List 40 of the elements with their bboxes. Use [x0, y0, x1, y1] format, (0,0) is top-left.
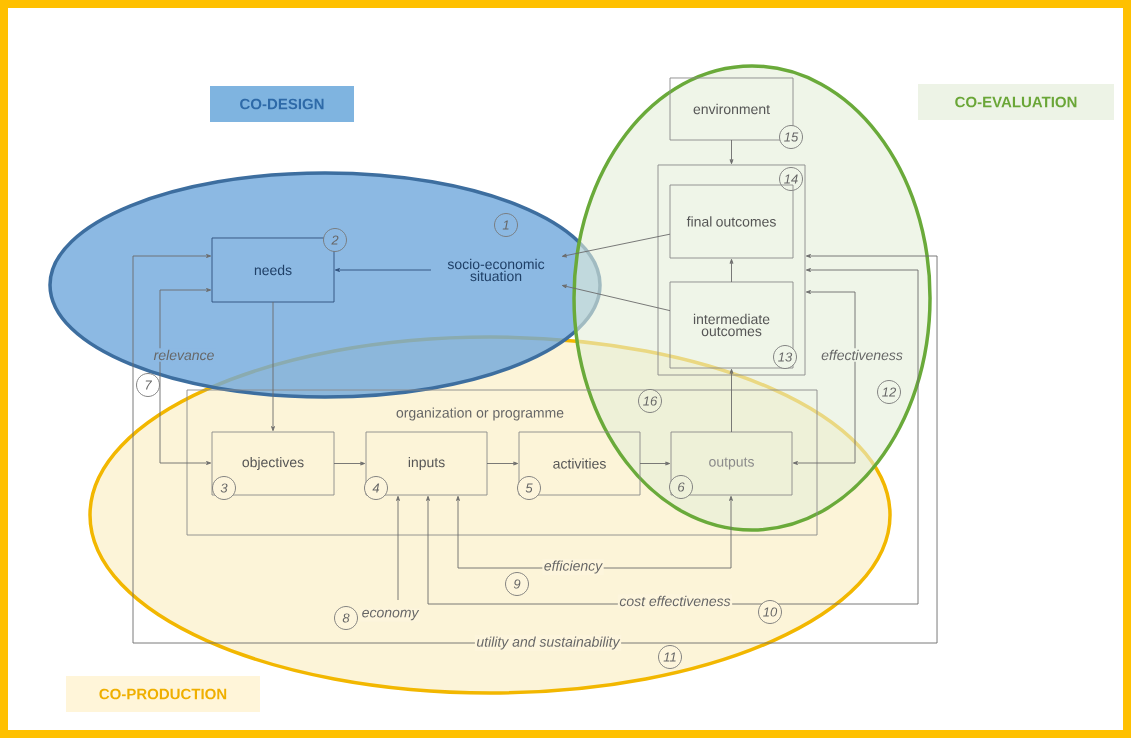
arrow — [396, 495, 400, 601]
arrow — [486, 461, 519, 466]
arrow — [334, 268, 432, 272]
callout-number: 9 — [505, 572, 529, 596]
group-title: organization or programme — [396, 407, 564, 421]
callout-number: 5 — [517, 476, 541, 500]
callout-number: 15 — [779, 125, 803, 149]
arrow — [561, 284, 671, 312]
arrow — [729, 368, 734, 433]
arrow — [333, 461, 366, 466]
process-box: final outcomes — [669, 184, 794, 259]
edge-label: economy — [360, 608, 420, 622]
situation-label: socio-economic situation — [447, 258, 545, 282]
arrow — [426, 268, 919, 605]
arrow — [729, 139, 734, 165]
arrow — [639, 461, 671, 466]
arrow — [159, 288, 212, 465]
callout-number: 8 — [334, 606, 358, 630]
category-tag: CO-DESIGN — [210, 86, 354, 122]
callout-number: 10 — [758, 600, 782, 624]
callout-number: 7 — [136, 373, 160, 397]
edge-label: relevance — [152, 348, 216, 362]
category-tag: CO-PRODUCTION — [66, 676, 260, 712]
category-tag: CO-EVALUATION — [918, 84, 1114, 120]
callout-number: 11 — [658, 645, 682, 669]
callout-number: 16 — [638, 389, 662, 413]
callout-number: 14 — [779, 167, 803, 191]
arrow — [132, 254, 938, 644]
callout-number: 13 — [773, 345, 797, 369]
arrow — [271, 301, 275, 432]
callout-number: 1 — [494, 213, 518, 237]
callout-number: 6 — [669, 475, 693, 499]
callout-number: 3 — [212, 476, 236, 500]
callout-number: 12 — [877, 380, 901, 404]
callout-number: 4 — [364, 476, 388, 500]
edge-label: effectiveness — [819, 348, 905, 362]
arrow — [729, 258, 734, 283]
arrow — [792, 290, 856, 465]
edge-label: cost effectiveness — [617, 594, 733, 608]
arrow — [561, 233, 671, 258]
